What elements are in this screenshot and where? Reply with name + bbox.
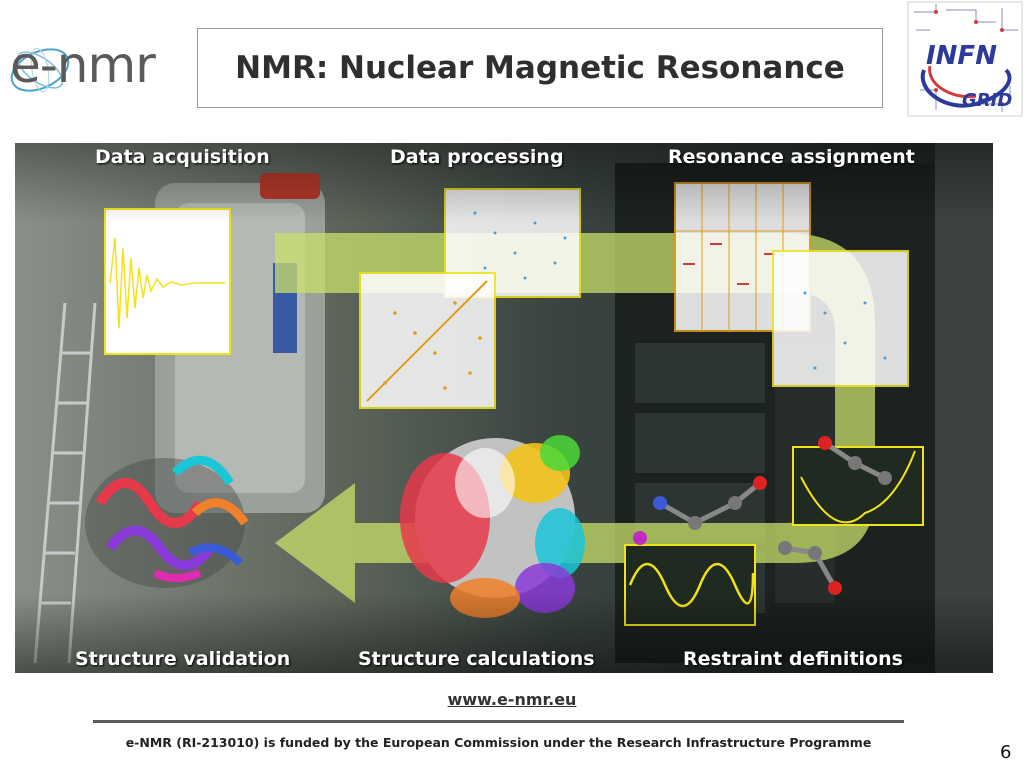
stage-label-restraint-definitions: Restraint definitions bbox=[683, 648, 903, 670]
grid-logo-text: GRID bbox=[962, 90, 1012, 111]
stage-label-structure-calculations: Structure calculations bbox=[358, 648, 595, 670]
enmr-logo-swirl-icon bbox=[10, 47, 70, 93]
nmr-workflow-illustration bbox=[15, 143, 993, 673]
infn-logo-text: INFN bbox=[926, 41, 997, 71]
enmr-logo-text: e-nmr bbox=[10, 36, 156, 94]
stage-label-resonance-assignment: Resonance assignment bbox=[668, 146, 915, 168]
title-box: NMR: Nuclear Magnetic Resonance bbox=[197, 28, 883, 108]
nmr-workflow-image: Data acquisition Data processing Resonan… bbox=[15, 143, 993, 673]
website-link[interactable]: www.e-nmr.eu bbox=[447, 690, 577, 709]
stage-label-structure-validation: Structure validation bbox=[75, 648, 291, 670]
funding-statement: e-NMR (RI-213010) is funded by the Europ… bbox=[125, 735, 872, 750]
infn-grid-logo: INFN GRID bbox=[906, 0, 1024, 118]
enmr-logo: e-nmr bbox=[4, 28, 188, 108]
page-title: NMR: Nuclear Magnetic Resonance bbox=[235, 50, 845, 86]
stage-label-data-processing: Data processing bbox=[390, 146, 564, 168]
footer-divider bbox=[93, 720, 904, 723]
stage-label-data-acquisition: Data acquisition bbox=[95, 146, 270, 168]
infn-grid-logo-icon: INFN GRID bbox=[907, 1, 1023, 117]
page-number: 6 bbox=[1000, 742, 1012, 763]
